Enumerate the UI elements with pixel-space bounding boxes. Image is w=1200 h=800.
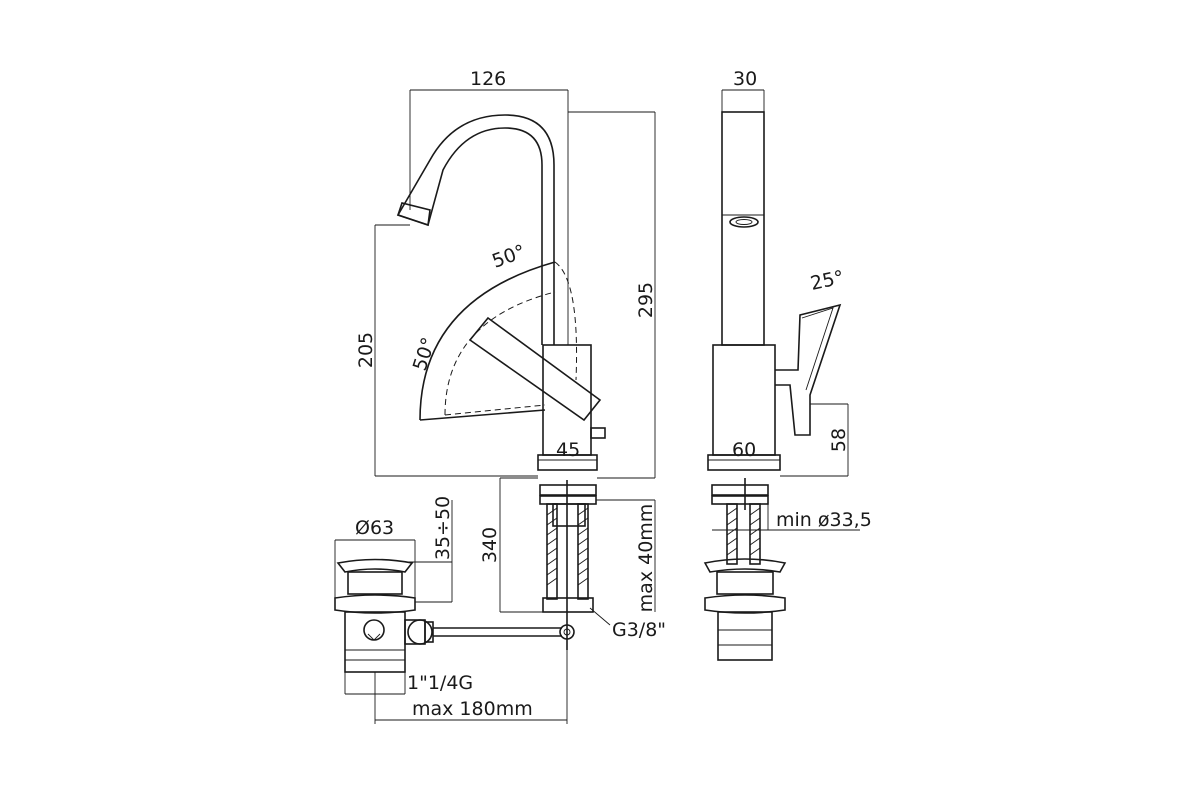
dim-lever-angle-up: 50° xyxy=(489,241,528,273)
dim-hose-length: 340 xyxy=(479,527,501,563)
side-dimensions: 30 25° 60 58 min ø33,5 xyxy=(712,68,872,531)
dim-lever-height-side: 58 xyxy=(828,428,850,452)
dim-lever-angle-side-view: 25° xyxy=(808,266,846,295)
side-lever xyxy=(775,303,842,436)
dim-min-hole: min ø33,5 xyxy=(776,509,872,531)
dim-spout-reach: 126 xyxy=(470,68,506,90)
dim-rod-length: max 180mm xyxy=(412,698,533,720)
dim-body-width-side: 60 xyxy=(732,439,756,461)
lever xyxy=(468,316,602,422)
dim-total-height: 295 xyxy=(635,282,657,318)
dim-body-depth: 30 xyxy=(733,68,757,90)
dim-thread: G3/8" xyxy=(612,619,666,641)
dim-lever-angle-side: 50° xyxy=(409,335,440,374)
dim-max-deck: max 40mm xyxy=(635,504,657,613)
pop-up-waste xyxy=(334,558,575,673)
drain-dimensions: Ø63 35÷50 1"1/4G max 180mm xyxy=(334,496,568,724)
spout xyxy=(396,114,555,345)
front-view xyxy=(396,114,606,650)
dim-body-width-front: 45 xyxy=(556,439,580,461)
dim-spout-height: 205 xyxy=(355,332,377,368)
side-view xyxy=(703,111,842,661)
side-spout xyxy=(721,111,765,346)
dim-drain-height: 35÷50 xyxy=(432,496,454,560)
dim-drain-diameter: Ø63 xyxy=(355,517,394,539)
front-dimensions: 126 295 205 50° 50° 45 340 max 40mm G3/8… xyxy=(355,68,666,641)
dim-drain-thread: 1"1/4G xyxy=(407,672,473,694)
